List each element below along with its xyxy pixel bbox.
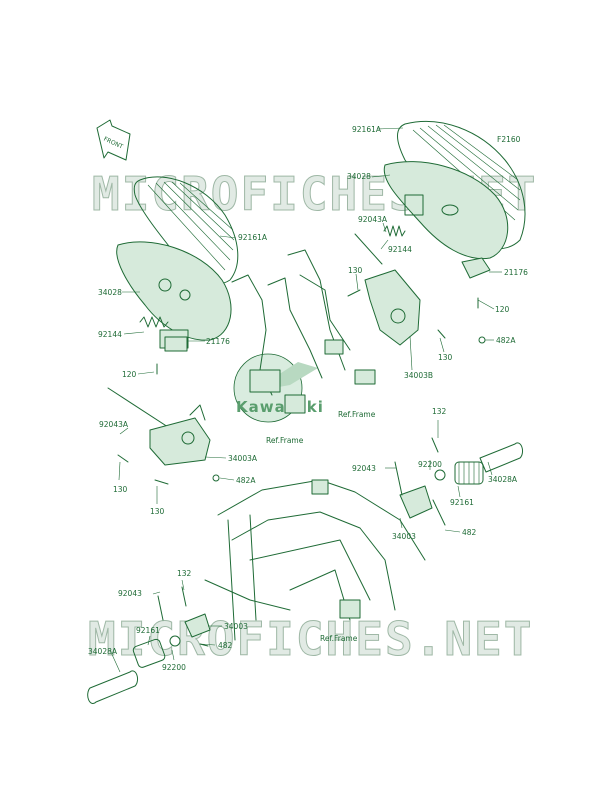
footpeg-right xyxy=(394,437,524,519)
callout-92200-right: 92200 xyxy=(418,460,442,469)
callout-34028a-left: 34028A xyxy=(88,647,118,656)
callout-21176-left: 21176 xyxy=(206,337,230,346)
ref-frame-label-2: Ref.Frame xyxy=(266,436,304,445)
pin-right xyxy=(354,233,383,265)
callout-92161a-left: 92161A xyxy=(238,233,268,242)
callout-34003-left: 34003 xyxy=(224,622,248,631)
callout-92043a-right: 92043A xyxy=(358,215,388,224)
bracket-34003a xyxy=(149,404,211,466)
callout-130-right-a: 130 xyxy=(348,266,363,275)
callout-130-left-a: 130 xyxy=(113,485,128,494)
footboard-right xyxy=(383,120,526,260)
callout-92043-right: 92043 xyxy=(352,464,376,473)
callout-34028-left: 34028 xyxy=(98,288,122,297)
callout-130-left-b: 130 xyxy=(150,507,165,516)
callout-34028-top: 34028 xyxy=(347,172,371,181)
callout-482a-left: 482A xyxy=(236,476,256,485)
callout-130-right-b: 130 xyxy=(438,353,453,362)
callout-132-right: 132 xyxy=(432,407,447,416)
logo-text: Kawasaki xyxy=(236,398,324,416)
leader-lines xyxy=(109,127,502,673)
bracket-left xyxy=(164,336,188,352)
callout-482-left: 482 xyxy=(218,641,233,650)
front-arrow-icon: FRONT xyxy=(96,119,131,161)
frame-lower xyxy=(204,479,426,641)
spring-right xyxy=(383,225,406,237)
callout-34028a-right: 34028A xyxy=(488,475,518,484)
callout-92161-left: 92161 xyxy=(136,626,160,635)
callout-34003-right: 34003 xyxy=(392,532,416,541)
callout-34003a: 34003A xyxy=(228,454,258,463)
callout-21176-right: 21176 xyxy=(504,268,528,277)
bracket-right xyxy=(461,257,491,279)
spring-left xyxy=(139,316,169,328)
watermark-bottom: MICROFICHES.NET xyxy=(88,612,533,666)
callout-120-left: 120 xyxy=(122,370,137,379)
bracket-34003b xyxy=(364,269,421,346)
callout-labels: 92161A 34028 92043A 92144 21176 130 120 … xyxy=(88,125,528,672)
footpeg-left xyxy=(87,586,211,704)
callout-92161a-top: 92161A xyxy=(352,125,382,134)
diagram-code: F2160 xyxy=(497,135,521,144)
callout-92043a-left: 92043A xyxy=(99,420,129,429)
front-arrow-label: FRONT xyxy=(102,136,124,151)
callout-92161-right: 92161 xyxy=(450,498,474,507)
callout-482a-right: 482A xyxy=(496,336,516,345)
callout-482-right: 482 xyxy=(462,528,477,537)
ref-frame-label-3: Ref.Frame xyxy=(320,634,358,643)
callout-92144-left: 92144 xyxy=(98,330,122,339)
callout-132-left: 132 xyxy=(177,569,192,578)
callout-92043-left: 92043 xyxy=(118,589,142,598)
frame-center xyxy=(231,249,376,414)
ref-frame-label-1: Ref.Frame xyxy=(338,410,376,419)
callout-120-right: 120 xyxy=(495,305,510,314)
callout-92144-right: 92144 xyxy=(388,245,412,254)
callout-92200-left: 92200 xyxy=(162,663,186,672)
callout-34003b: 34003B xyxy=(404,371,433,380)
